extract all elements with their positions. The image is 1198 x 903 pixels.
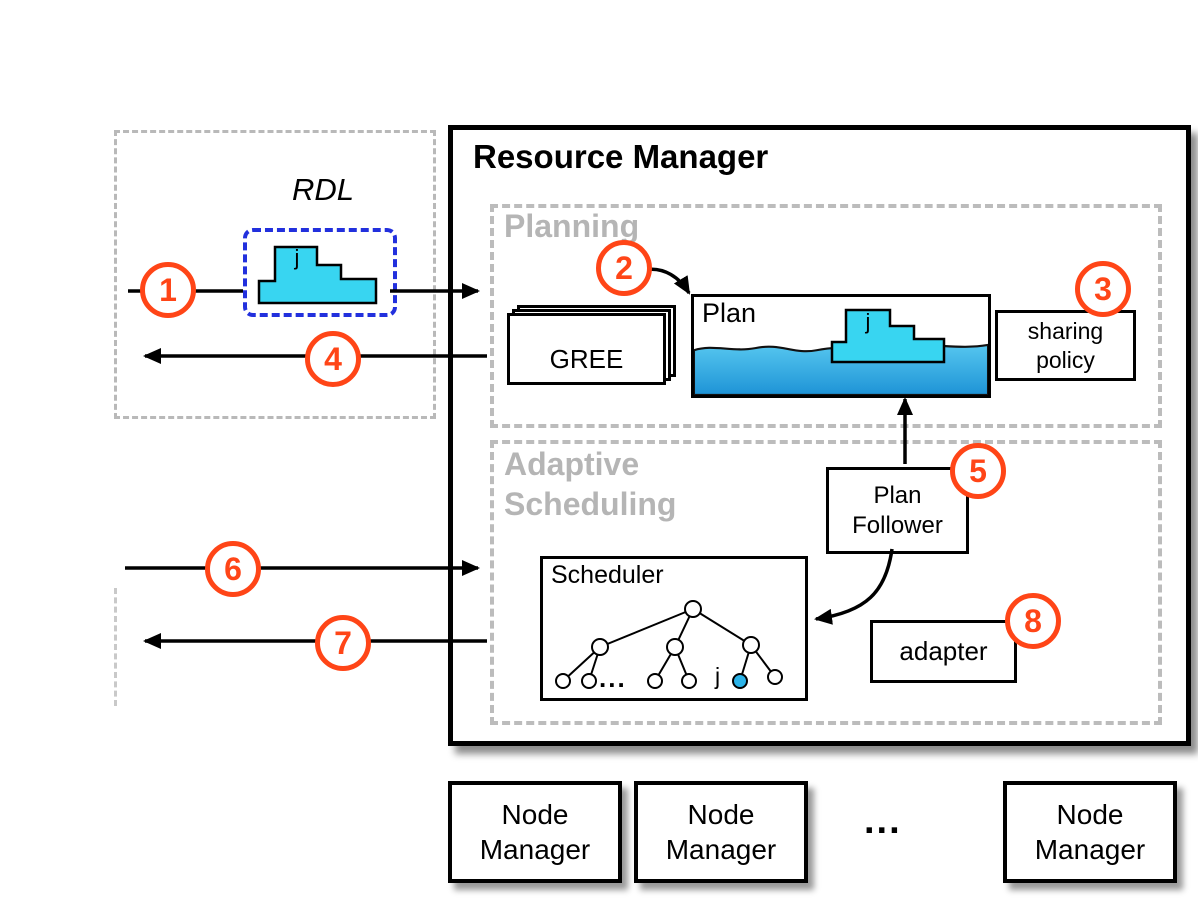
- node-manager-1-line2: Manager: [479, 834, 591, 865]
- scheduler-label: Scheduler: [551, 561, 664, 589]
- plan-follower-line1: Plan: [873, 481, 922, 509]
- node-manager-3-line1: Node: [1056, 799, 1124, 830]
- step-circle-1: 1: [140, 262, 196, 318]
- step-circle-7: 7: [315, 615, 371, 671]
- adaptive-label-line2: Scheduling: [504, 486, 677, 522]
- scheduler-queue-tree: [555, 600, 783, 689]
- client-region-box: [114, 130, 436, 419]
- node-manager-2-line2: Manager: [665, 834, 777, 865]
- node-manager-box-3: Node Manager: [1003, 781, 1177, 883]
- node-manager-2-line1: Node: [687, 799, 755, 830]
- gree-label: GREE: [549, 344, 624, 374]
- plan-job-label: j: [865, 309, 871, 334]
- node-manager-1-line1: Node: [501, 799, 569, 830]
- scheduler-box: Scheduler: [540, 556, 808, 701]
- scheduler-tree-ellipsis: ...: [599, 663, 627, 693]
- step-circle-8: 8: [1005, 593, 1061, 649]
- rdl-label: RDL: [291, 172, 354, 207]
- plan-label: Plan: [702, 298, 757, 328]
- sharing-policy-line1: sharing: [1027, 318, 1104, 345]
- step-circle-5: 5: [950, 443, 1006, 499]
- adaptive-scheduling-zone-label: Adaptive Scheduling: [504, 444, 676, 524]
- plan-box: Plan j: [691, 294, 991, 398]
- resource-manager-title: Resource Manager: [473, 138, 769, 175]
- plan-follower-line2: Follower: [852, 511, 943, 539]
- tree-job-node: [732, 673, 748, 689]
- planning-zone-box: [490, 204, 1162, 428]
- rdl-job-label: j: [294, 245, 300, 270]
- node-manager-box-1: Node Manager: [448, 781, 622, 883]
- rdl-job-box: j: [243, 228, 397, 317]
- adapter-box: adapter: [870, 620, 1017, 683]
- step-circle-6: 6: [205, 541, 261, 597]
- sharing-policy-box: sharing policy: [995, 310, 1136, 381]
- adaptive-label-line1: Adaptive: [504, 446, 640, 482]
- rdl-job-shape: [257, 245, 378, 305]
- tree-root-node: [684, 600, 702, 618]
- node-manager-box-2: Node Manager: [634, 781, 808, 883]
- tree-nodes: [555, 600, 783, 689]
- plan-job-shape: [830, 308, 946, 364]
- adapter-label: adapter: [899, 636, 988, 666]
- planning-zone-label: Planning: [504, 208, 640, 244]
- node-manager-3-line2: Manager: [1034, 834, 1146, 865]
- adaptive-scheduling-zone-box: [490, 440, 1162, 725]
- plan-job-polygon: [830, 308, 946, 364]
- step-circle-4: 4: [305, 331, 361, 387]
- scheduler-job-label: j: [715, 663, 721, 689]
- plan-follower-box: Plan Follower: [826, 467, 969, 554]
- client-region-lower-edge: [114, 588, 121, 706]
- node-manager-ellipsis: ...: [864, 800, 902, 842]
- gree-box: GREE: [507, 313, 666, 385]
- step-circle-3: 3: [1075, 261, 1131, 317]
- step-circle-2: 2: [596, 240, 652, 296]
- sharing-policy-line2: policy: [1036, 346, 1095, 373]
- rdl-job-polygon: [257, 245, 378, 305]
